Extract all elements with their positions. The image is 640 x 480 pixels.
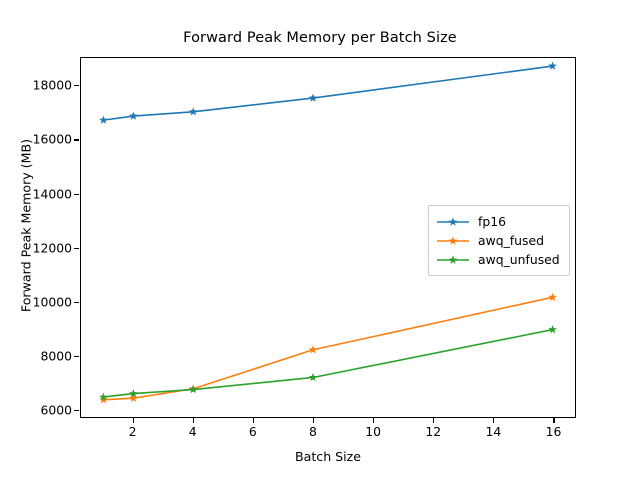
x-axis-tick-mark xyxy=(192,418,194,423)
legend-swatch-awq_fused xyxy=(437,235,469,245)
x-axis-tick-mark xyxy=(493,418,495,423)
series-marker-awq_unfused xyxy=(99,392,108,401)
y-axis-tick-mark xyxy=(74,355,79,357)
legend-swatch-awq_unfused xyxy=(437,254,469,264)
series-marker-fp16 xyxy=(99,115,108,124)
series-line-fp16 xyxy=(102,65,554,121)
series-marker-fp16 xyxy=(308,93,318,102)
series-marker-fp16 xyxy=(129,111,138,120)
y-axis-tick-label: 6000 xyxy=(40,402,72,418)
x-axis-label: Batch Size xyxy=(294,449,362,464)
series-marker-awq_unfused xyxy=(129,389,138,398)
plot-lines xyxy=(99,61,557,404)
x-axis-tick-label: 12 xyxy=(425,424,442,439)
series-marker-awq_unfused xyxy=(548,325,557,334)
series-marker-awq_fused xyxy=(99,395,108,404)
y-axis-tick-label: 10000 xyxy=(32,294,72,310)
x-axis-tick-label: 2 xyxy=(128,424,137,439)
plot-area xyxy=(80,57,576,418)
y-axis-tick-mark xyxy=(74,247,79,249)
y-axis-label: Forward Peak Memory (MB) xyxy=(18,138,34,313)
series-marker-fp16 xyxy=(188,107,198,116)
x-axis-tick-mark xyxy=(433,418,435,423)
legend-item-fp16[interactable]: fp16 xyxy=(436,212,560,231)
y-axis-tick-label: 16000 xyxy=(32,131,72,147)
y-axis-tick-mark xyxy=(74,301,79,303)
y-axis-tick-label: 12000 xyxy=(32,240,72,256)
y-axis-tick-mark xyxy=(74,193,79,195)
y-axis-tick-labels: 6000 8000 10000 12000 14000 16000 18000 xyxy=(4,57,72,418)
legend-label-awq_unfused: awq_unfused xyxy=(478,252,560,267)
x-axis-tick-mark xyxy=(373,418,375,423)
series-line-awq_fused xyxy=(102,296,554,401)
series-marker-awq_unfused xyxy=(188,384,198,394)
series-marker-awq_fused xyxy=(129,393,138,402)
series-marker-fp16 xyxy=(548,61,557,70)
y-axis-tick-label: 14000 xyxy=(32,186,72,202)
legend-swatch-fp16 xyxy=(437,216,469,226)
y-axis-tick-mark xyxy=(74,85,79,87)
x-axis-tick-labels: 2 4 6 8 10 12 14 16 xyxy=(0,418,640,448)
x-axis-tick-label: 6 xyxy=(248,424,257,439)
x-axis-tick-mark xyxy=(132,418,134,423)
x-axis-tick-mark xyxy=(312,418,315,423)
chart-title: Forward Peak Memory per Batch Size xyxy=(183,30,457,46)
legend-item-awq_fused[interactable]: awq_fused xyxy=(436,231,560,250)
x-axis-tick-label: 8 xyxy=(309,424,317,439)
x-axis-tick-label: 10 xyxy=(365,424,381,439)
x-axis-tick-marks xyxy=(0,418,640,426)
series-marker-awq_fused xyxy=(548,292,557,302)
y-axis-tick-marks xyxy=(0,57,80,418)
chart-legend: fp16 awq_fused awq_unfused xyxy=(428,205,570,276)
y-axis-tick-mark xyxy=(74,409,79,411)
series-marker-awq_unfused xyxy=(308,372,318,382)
x-axis-tick-mark xyxy=(553,418,555,423)
series-marker-awq_fused xyxy=(308,345,318,354)
legend-item-awq_unfused[interactable]: awq_unfused xyxy=(436,250,560,269)
x-axis-tick-label: 4 xyxy=(188,424,197,439)
x-axis-tick-label: 16 xyxy=(545,424,562,439)
series-line-awq_unfused xyxy=(102,328,554,398)
x-axis-tick-mark xyxy=(252,418,254,423)
y-axis-tick-mark xyxy=(74,139,79,141)
legend-label-fp16: fp16 xyxy=(478,214,506,229)
legend-label-awq_fused: awq_fused xyxy=(478,233,544,248)
x-axis-tick-label: 14 xyxy=(485,424,502,439)
y-axis-tick-label: 18000 xyxy=(32,77,72,93)
y-axis-tick-label: 8000 xyxy=(40,348,72,364)
